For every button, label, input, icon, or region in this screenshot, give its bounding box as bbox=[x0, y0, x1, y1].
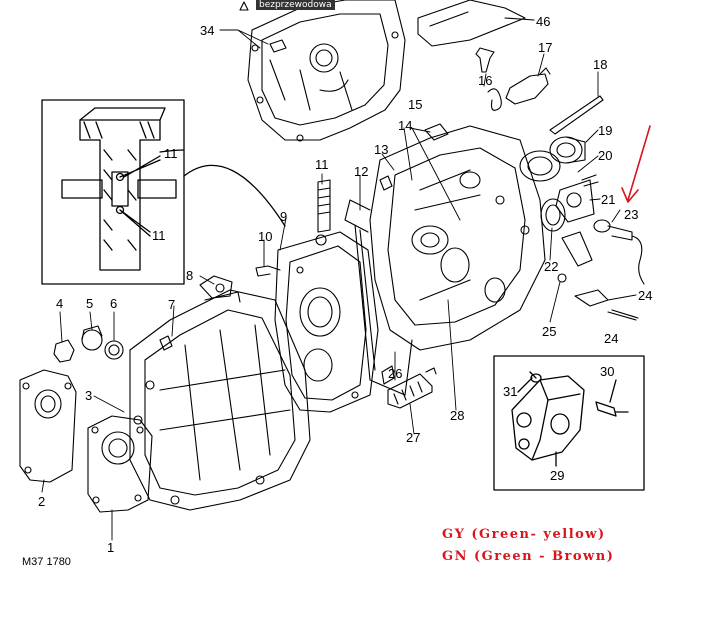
callout-12: 12 bbox=[354, 164, 369, 179]
callout-11-detail-b: 11 bbox=[152, 228, 166, 243]
legend-gy: GY (Green- yellow) bbox=[442, 527, 606, 542]
callout-2: 2 bbox=[38, 494, 46, 509]
callout-23: 23 bbox=[624, 207, 639, 222]
filter-drawing bbox=[387, 367, 437, 409]
front-case-drawing bbox=[129, 275, 311, 511]
small-hardware-drawing bbox=[475, 47, 645, 321]
callout-25: 25 bbox=[542, 324, 557, 339]
callout-9: 9 bbox=[280, 209, 288, 224]
callout-1: 1 bbox=[107, 540, 115, 555]
callout-28: 28 bbox=[450, 408, 465, 423]
callout-11-main: 11 bbox=[315, 157, 329, 172]
callout-13: 13 bbox=[374, 142, 389, 157]
detail-box-bracket bbox=[493, 355, 645, 491]
callout-26: 26 bbox=[388, 366, 403, 381]
callout-24-a: 24 bbox=[638, 288, 653, 303]
callout-24-b: 24 bbox=[604, 331, 619, 346]
callout-5: 5 bbox=[86, 296, 94, 311]
cover-2-drawing bbox=[19, 369, 77, 483]
bolts-drawing bbox=[255, 179, 331, 277]
callout-6: 6 bbox=[110, 296, 118, 311]
callout-20: 20 bbox=[598, 148, 613, 163]
callout-14: 14 bbox=[398, 118, 413, 133]
upper-housing-drawing bbox=[239, 0, 406, 142]
callout-29: 29 bbox=[550, 468, 565, 483]
callout-19: 19 bbox=[598, 123, 613, 138]
callout-18: 18 bbox=[593, 57, 608, 72]
callout-46: 46 bbox=[536, 14, 551, 29]
callout-15: 15 bbox=[408, 97, 423, 112]
callout-8: 8 bbox=[186, 268, 194, 283]
detail-box-shaft bbox=[41, 99, 286, 285]
cover-1-drawing bbox=[87, 415, 153, 513]
callout-7: 7 bbox=[168, 297, 176, 312]
drawing-reference: M37 1780 bbox=[22, 556, 71, 568]
callout-30: 30 bbox=[600, 364, 615, 379]
legend-gn: GN (Green - Brown) bbox=[442, 549, 615, 564]
callout-16: 16 bbox=[478, 73, 493, 88]
callout-31: 31 bbox=[503, 384, 518, 399]
leader-lines bbox=[41, 19, 637, 541]
callout-34: 34 bbox=[200, 23, 215, 38]
bracket-drawing bbox=[417, 0, 535, 47]
callout-4: 4 bbox=[56, 296, 64, 311]
watermark: bezprzewodowa bbox=[256, 0, 335, 10]
callout-17: 17 bbox=[538, 40, 553, 55]
callout-21: 21 bbox=[601, 192, 616, 207]
callout-27: 27 bbox=[406, 430, 421, 445]
red-arrow-annotation bbox=[621, 125, 651, 203]
intermediate-plate-drawing bbox=[274, 231, 395, 413]
main-casing-drawing bbox=[344, 123, 546, 396]
callout-10: 10 bbox=[258, 229, 273, 244]
callout-22: 22 bbox=[544, 259, 559, 274]
seals-drawing bbox=[53, 325, 124, 363]
callout-11-detail-a: 11 bbox=[164, 146, 178, 161]
callout-3: 3 bbox=[85, 388, 93, 403]
